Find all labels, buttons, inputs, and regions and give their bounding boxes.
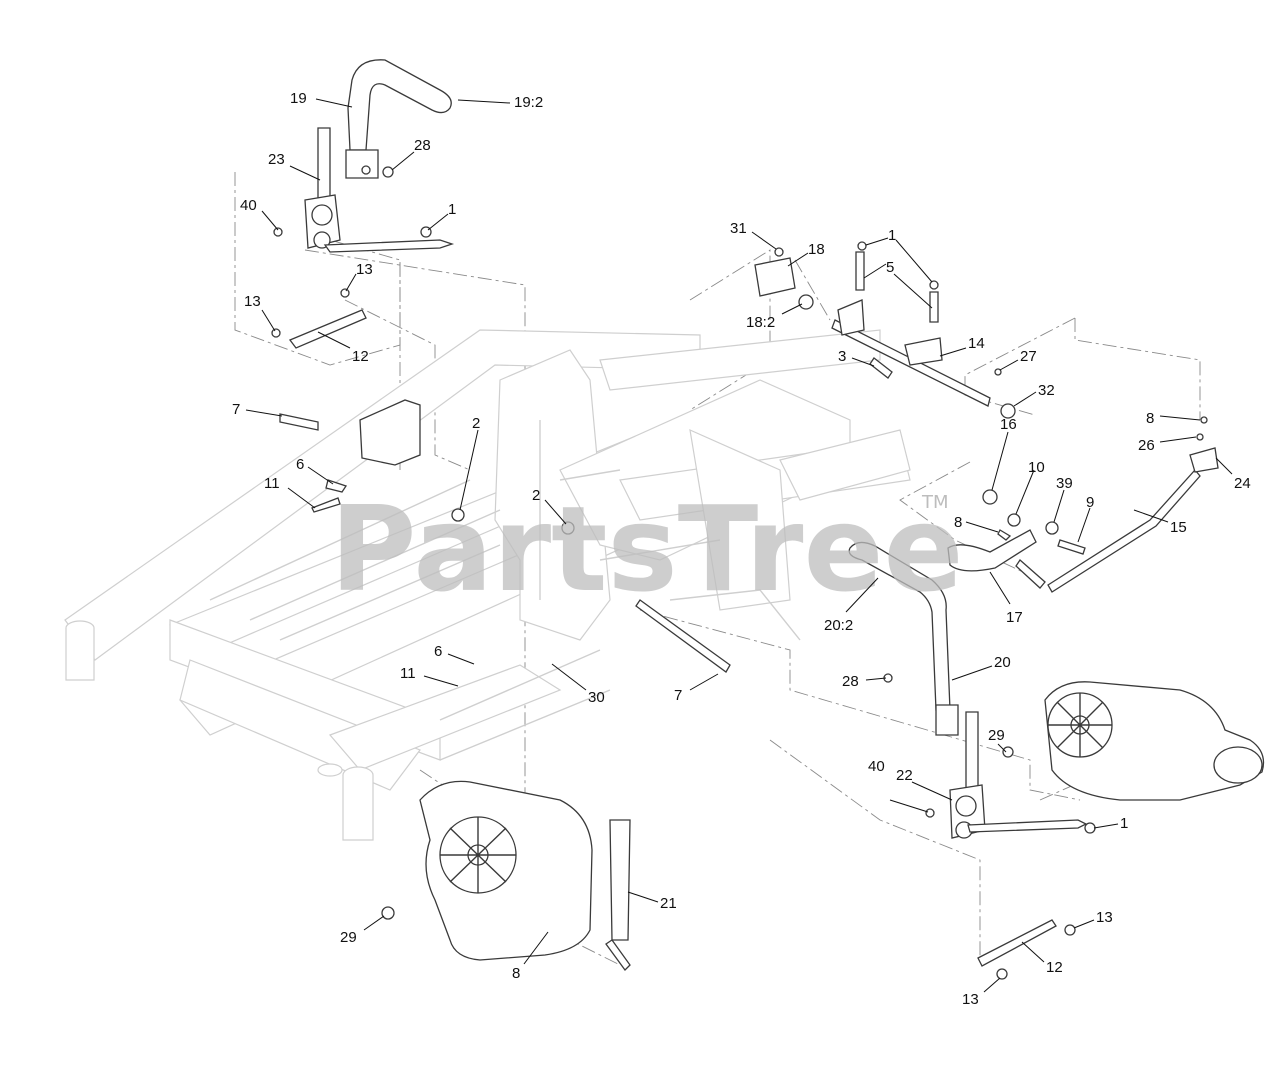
callout-label: 31 — [730, 220, 747, 237]
brake-lever-assembly — [947, 416, 1219, 593]
callout-label: 1 — [1120, 815, 1128, 832]
callout-label: 8 — [512, 965, 520, 982]
callout-label: 8 — [954, 514, 962, 531]
callout-label: 11 — [264, 475, 280, 492]
watermark-trademark: TM — [921, 492, 949, 513]
callout-label: 40 — [240, 197, 257, 214]
callout-label: 12 — [1046, 959, 1063, 976]
callout-label: 20 — [994, 654, 1011, 671]
callout-label: 39 — [1056, 475, 1073, 492]
callout-label: 32 — [1038, 382, 1055, 399]
callout-label: 14 — [968, 335, 985, 352]
callout-label: 30 — [588, 689, 605, 706]
callout-label: 5 — [886, 259, 894, 276]
callout-label: 22 — [896, 767, 913, 784]
callout-label: 26 — [1138, 437, 1155, 454]
callout-label: 29 — [340, 929, 357, 946]
right-control-lever — [635, 541, 1096, 980]
pump-lever-assembly — [754, 241, 1016, 419]
callout-label: 28 — [842, 673, 859, 690]
callout-label: 13 — [356, 261, 373, 278]
callout-label: 16 — [1000, 416, 1017, 433]
callout-label: 13 — [244, 293, 261, 310]
callout-label: 10 — [1028, 459, 1045, 476]
callout-label: 17 — [1006, 609, 1023, 626]
callout-label: 9 — [1086, 494, 1094, 511]
right-transmission — [1044, 681, 1265, 801]
callout-label: 19:2 — [514, 94, 543, 111]
callout-label: 2 — [472, 415, 480, 432]
callout-labels: 19 19:2 23 28 40 1 13 13 12 7 2 6 — [232, 90, 1251, 1008]
callout-label: 11 — [400, 665, 416, 682]
callout-label: 24 — [1234, 475, 1251, 492]
callout-label: 23 — [268, 151, 285, 168]
callout-label: 12 — [352, 348, 369, 365]
callout-label: 18:2 — [746, 314, 775, 331]
callout-label: 6 — [434, 643, 442, 660]
callout-label: 8 — [1146, 410, 1154, 427]
callout-label: 2 — [532, 487, 540, 504]
callout-label: 27 — [1020, 348, 1037, 365]
callout-label: 20:2 — [824, 617, 853, 634]
callout-label: 7 — [232, 401, 240, 418]
watermark: PartsTree TM — [330, 480, 964, 618]
watermark-text: PartsTree — [330, 480, 964, 618]
callout-label: 1 — [888, 227, 896, 244]
callout-label: 13 — [1096, 909, 1113, 926]
callout-label: 7 — [674, 687, 682, 704]
callout-label: 40 — [868, 758, 885, 775]
callout-label: 13 — [962, 991, 979, 1008]
callout-label: 28 — [414, 137, 431, 154]
left-transmission — [381, 780, 631, 971]
mower-frame — [64, 329, 911, 841]
callout-label: 19 — [290, 90, 307, 107]
callout-label: 6 — [296, 456, 304, 473]
callout-label: 3 — [838, 348, 846, 365]
callout-label: 15 — [1170, 519, 1187, 536]
left-control-lever — [271, 59, 575, 535]
callout-label: 18 — [808, 241, 825, 258]
callout-label: 21 — [660, 895, 677, 912]
callout-label: 29 — [988, 727, 1005, 744]
callout-label: 1 — [448, 201, 456, 218]
